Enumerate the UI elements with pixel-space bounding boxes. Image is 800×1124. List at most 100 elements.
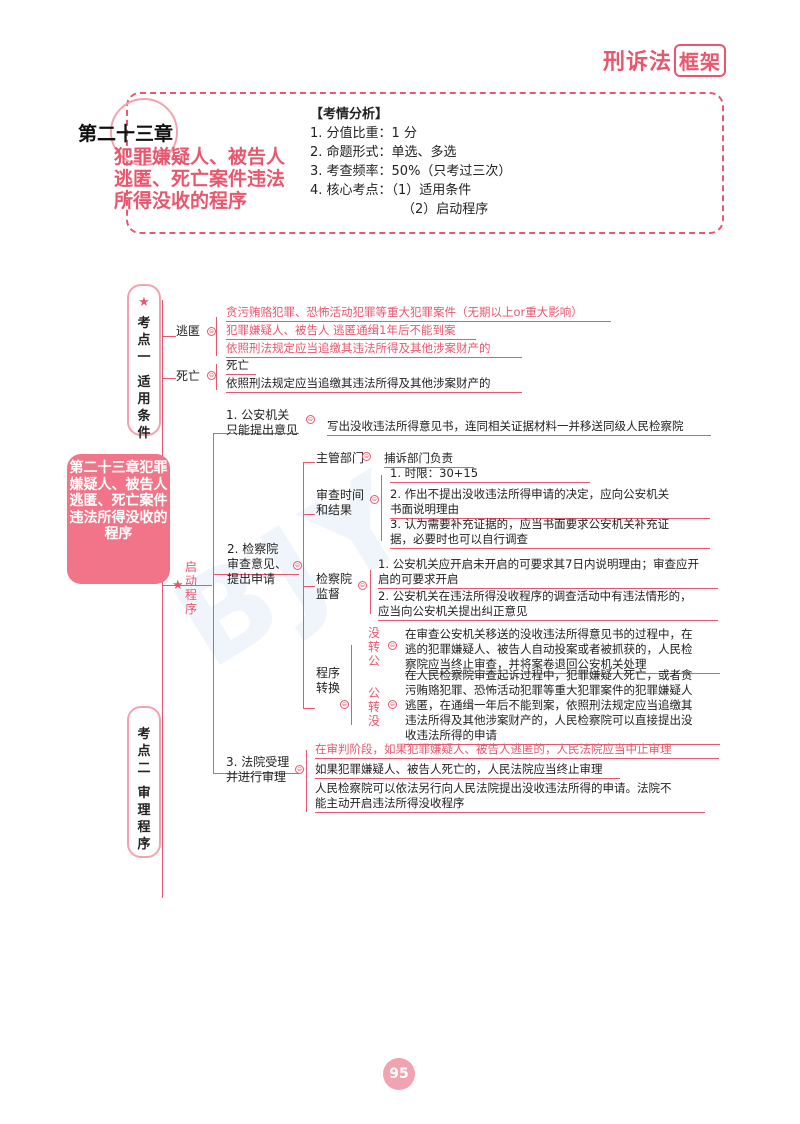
b3-item-2: 如果犯罪嫌疑人、被告人死亡的，人民法院应当终止审理 [315,762,620,779]
jiandu-label: 检察院 监督 [316,572,352,602]
jiandu-item-1-line1: 1. 公安机关应开启未开启的可要求其7日内说明理由；审查应开 [378,557,699,571]
collapse-icon: ⊖ [388,641,397,650]
b3-item-3-line1: 人民检察院可以依法另行向人民法院提出没收违法所得的申请。法院不 [315,781,672,795]
kaodian1-title: 适用条件 [137,375,151,441]
mzg-line3: 察院应当终止审查，并将案卷退回公安机关处理 [405,657,647,671]
siwang-item-2: 依照刑法规定应当追缴其违法所得及其他涉案财产的 [226,376,522,393]
collapse-icon: ⊖ [293,561,302,570]
collapse-icon: ⊖ [207,371,216,380]
gzm-line5: 收违法所得的申请 [405,728,497,742]
b3-item-3: 人民检察院可以依法另行向人民法院提出没收违法所得的申请。法院不 能主动开启违法所… [315,781,705,813]
kaodian2-title: 审理程序 [137,786,151,852]
gzm-line1: 在人民检察院审查起诉过程中，犯罪嫌疑人死亡，或者贪 [405,668,693,682]
chapter-header-box [126,92,724,234]
brand-boxed-text: 框架 [674,44,726,77]
zhuanhuan-label: 程序 转换 [316,666,340,696]
mzg-line1: 在审查公安机关移送的没收违法所得意见书的过程中，在 [405,627,693,641]
collapse-icon: ⊖ [306,415,315,424]
gong-zhuan-mei-tag: 公转没 [367,686,380,728]
chapter-title: 犯罪嫌疑人、被告人逃匿、死亡案件违法所得没收的程序 [114,146,286,212]
qidong-label: 启动程序 [184,560,197,616]
connector [213,574,299,575]
b2-label: 2. 检察院 审查意见、 提出申请 [227,542,287,587]
jiandu-item-1: 1. 公安机关应开启未开启的可要求其7日内说明理由；审查应开 启的可要求开启 [378,557,718,589]
shencha-item-2: 2. 作出不提出没收违法所得申请的决定，应向公安机关 书面说明理由 [390,487,710,519]
jiandu-label-line1: 检察院 [316,572,353,586]
zhuguan-label: 主管部门 [316,451,365,465]
connector [303,462,315,463]
star-icon: ★ [138,295,150,310]
shencha-item-1: 1. 时限：30+15 [390,466,590,483]
chapter-circle-decoration [110,98,178,166]
shencha-label-line2: 和结果 [316,503,353,517]
connector [306,750,307,812]
gzm-line4: 违法所得及其他涉案财产的，人民检察院可以直接提出没 [405,713,693,727]
connector [351,645,352,725]
connector [162,378,176,379]
kaodian2-label: 考点二 [137,727,151,776]
mei-zhuan-gong-text: 在审查公安机关移送的没收违法所得意见书的过程中，在 逃的犯罪嫌疑人、被告人自动投… [405,627,720,674]
gzm-line2: 污贿赂犯罪、恐怖活动犯罪等重大犯罪案件的犯罪嫌疑人 [405,683,693,697]
jiandu-item-2-line2: 应当向公安机关提出纠正意见 [378,604,528,618]
connector [303,462,304,708]
taoni-item-1: 贪污贿赂犯罪、恐怖活动犯罪等重大犯罪案件（无期以上or重大影响） [226,305,611,322]
connector [370,570,371,614]
connector [216,317,217,356]
collapse-icon: ⊖ [295,765,304,774]
connector [216,364,217,390]
siwang-item-1: 死亡 [226,358,256,375]
b1-label-line2: 只能提出意见 [226,423,299,437]
analysis-line-1: 1. 分值比重：1 分 [310,126,417,141]
collapse-icon: ⊖ [388,700,397,709]
zhuguan-text: 捕诉部门负责 [384,451,474,468]
collapse-icon: ⊖ [362,452,371,461]
siwang-label: 死亡 [176,369,201,383]
brand-text: 刑诉法 [602,50,672,75]
b2-label-line2: 审查意见、 [227,557,288,571]
kaodian1-label: 考点一 [137,316,151,365]
kaodian2-trunk [213,433,214,773]
analysis-line-5: （2）启动程序 [402,202,489,217]
taoni-label: 逃匿 [176,324,201,338]
connector [303,708,315,709]
zhuanhuan-label-line1: 程序 [316,666,341,680]
trunk-connector [162,585,212,586]
collapse-icon: ⊖ [370,495,379,504]
analysis-heading: 【考情分析】 [310,107,389,122]
analysis-line-3: 3. 考查频率：50%（只考过三次） [310,164,512,179]
gzm-line3: 逃匿，在通缉一年后不能到案，依照刑法规定应当追缴其 [405,698,693,712]
shencha-item-2-line2: 书面说明理由 [390,502,459,516]
shencha-item-3-line2: 据，必要时也可以自行调查 [390,532,528,546]
taoni-item-3: 依照刑法规定应当追缴其违法所得及其他涉案财产的 [226,341,522,358]
connector [381,475,382,541]
jiandu-item-1-line2: 启的可要求开启 [378,572,459,586]
analysis-line-2: 2. 命题形式：单选、多选 [310,145,457,160]
main-trunk [162,300,163,898]
taoni-item-2: 犯罪嫌疑人、被告人 逃匿通缉1年后不能到案 [226,323,476,340]
b1-label-line1: 1. 公安机关 [226,408,290,422]
jiandu-item-2-line1: 2. 公安机关在违法所得没收程序的调查活动中有违法情形的， [378,589,692,603]
connector [162,336,176,337]
jiandu-item-2: 2. 公安机关在违法所得没收程序的调查活动中有违法情形的， 应当向公安机关提出纠… [378,589,718,621]
collapse-icon: ⊖ [207,327,216,336]
b3-item-3-line2: 能主动开启违法所得没收程序 [315,796,465,810]
qidong-star-icon: ★ [172,578,184,593]
gong-zhuan-mei-text: 在人民检察院审查起诉过程中，犯罪嫌疑人死亡，或者贪 污贿赂犯罪、恐怖活动犯罪等重… [405,668,720,745]
kaodian1-capsule: ★ 考点一 适用条件 [127,284,161,441]
b1-text: 写出没收违法所得意见书，连同相关证据材料一并移送同级人民检察院 [327,419,711,436]
mzg-line2: 逃的犯罪嫌疑人、被告人自动投案或者被抓获的，人民检 [405,642,693,656]
connector [213,773,299,774]
exam-analysis: 【考情分析】 1. 分值比重：1 分 2. 命题形式：单选、多选 3. 考查频率… [310,105,511,219]
shencha-label-line1: 审查时间 [316,488,365,502]
connector [213,433,299,434]
mei-zhuan-gong-tag: 没转公 [367,626,380,668]
b1-label: 1. 公安机关 只能提出意见 [226,408,298,438]
b2-label-line3: 提出申请 [227,572,276,586]
collapse-icon: ⊖ [340,700,349,709]
collapse-icon: ⊖ [358,581,367,590]
shencha-label: 审查时间 和结果 [316,488,364,518]
connector [303,586,315,587]
shencha-item-3: 3. 认为需要补充证据的，应当书面要求公安机关补充证 据，必要时也可以自行调查 [390,517,710,549]
b3-label: 3. 法院受理 并进行审理 [226,755,289,785]
b2-label-line1: 2. 检察院 [227,542,279,556]
